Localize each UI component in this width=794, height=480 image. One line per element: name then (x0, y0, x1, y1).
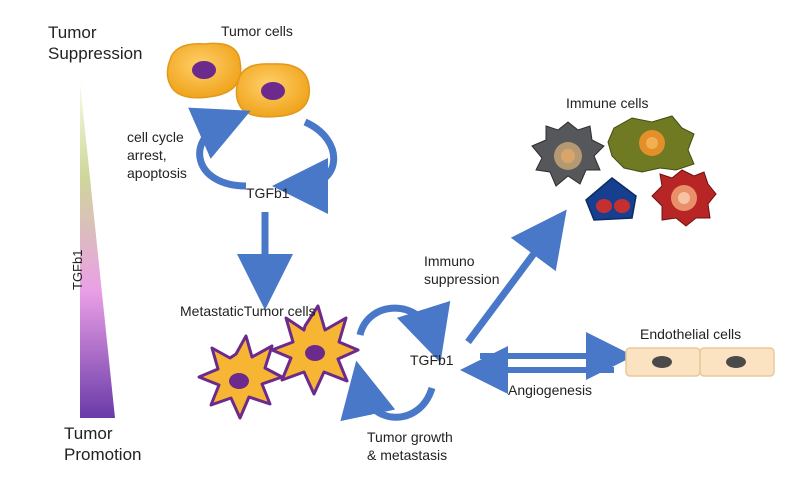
angiogenesis-label: Angiogenesis (508, 382, 593, 398)
metastatic-cell-2 (270, 304, 360, 396)
tumor-growth-label-line1: Tumor growth (367, 429, 453, 445)
tumor-cells-title: Tumor cells (221, 23, 293, 39)
immuno-suppression-label-line1: Immuno (424, 253, 475, 269)
tumor-suppression-label-line1: Tumor (48, 23, 97, 42)
tumor-promotion-label-line1: Tumor (64, 424, 113, 443)
endothelial-cells (625, 347, 775, 377)
tumor-suppression-label-line2: Suppression (48, 44, 143, 63)
tumor-growth-label-line2: & metastasis (367, 447, 448, 463)
top-loop-right-arrow (272, 118, 338, 214)
middle-loop-top-arrow (356, 300, 451, 363)
tgfb1-middle-label: TGFb1 (410, 352, 454, 368)
immune-cell-red (651, 169, 717, 227)
tgfb1-top-label: TGFb1 (246, 185, 290, 201)
immuno-suppression-label-line2: suppression (424, 271, 500, 287)
metastatic-cells-title: MetastaticTumor cells (180, 303, 316, 319)
immune-cell-olive (607, 115, 695, 173)
immune-arrow (465, 209, 567, 345)
loop-label-line2: arrest, (127, 147, 167, 163)
immune-cell-blue (585, 177, 637, 221)
top-loop-left-arrow (188, 107, 251, 190)
tumor-cell-2 (235, 63, 310, 118)
loop-label-line1: cell cycle (127, 129, 184, 145)
loop-label-line3: apoptosis (127, 165, 187, 181)
tgfb1-axis-label: TGFb1 (70, 249, 85, 290)
immune-cell-gray (531, 121, 605, 187)
middle-loop-bottom-arrow (340, 360, 436, 422)
metastatic-cell-1 (197, 334, 284, 420)
tgfb1-gradient-wedge (80, 82, 115, 418)
endothelial-cells-title: Endothelial cells (640, 326, 742, 342)
tumor-cell-1 (166, 42, 242, 99)
immune-cells-title: Immune cells (566, 95, 649, 111)
tumor-promotion-label-line2: Promotion (64, 445, 142, 464)
